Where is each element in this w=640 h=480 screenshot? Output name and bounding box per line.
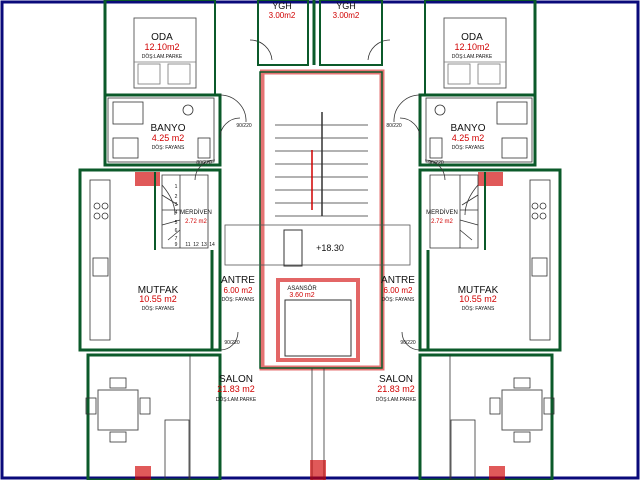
merdiven-right-area: 2.72 m2 [431,219,453,225]
oda-left-area: 12.10m2 [144,42,179,52]
asansor-area: 3.60 m2 [289,292,314,299]
banyo-left-area: 4.25 m2 [152,133,185,143]
door-label: 80/220 [386,123,402,129]
core-stair [275,112,368,217]
merdiven-left-name: MERDİVEN [180,209,212,216]
right-unit [367,0,562,480]
stair-step: 3 [175,202,178,208]
stair-step: 6 [175,228,178,234]
ygh-right-name: YGH [336,1,356,11]
oda-right-area: 12.10m2 [454,42,489,52]
left-unit [78,0,273,480]
antre-right-name: ANTRE [381,275,415,286]
salon-right-floor: DÖŞ:LAM.PARKE [376,396,417,403]
antre-left-name: ANTRE [221,275,255,286]
stair-step: 2 [175,194,178,200]
asansor-name: ASANSÖR [287,285,317,292]
door-label: 90/220 [236,123,252,129]
stair-step: 5 [175,220,178,226]
stair-step: 7 [175,236,178,242]
stair-step: 11 [185,242,190,248]
mutfak-left-area: 10.55 m2 [139,294,177,304]
stair-step: 12 [193,242,199,248]
antre-right-area: 6.00 m2 [384,286,413,295]
banyo-right-area: 4.25 m2 [452,133,485,143]
banyo-right-name: BANYO [450,123,485,134]
mutfak-left-name: MUTFAK [138,285,179,296]
mutfak-right-area: 10.55 m2 [459,294,497,304]
salon-left-floor: DÖŞ:LAM.PARKE [216,396,257,403]
stair-step: 14 [209,242,215,248]
merdiven-right-name: MERDİVEN [426,209,458,216]
salon-left-name: SALON [219,374,253,385]
mutfak-right-name: MUTFAK [458,285,499,296]
elevation-mark: +18.30 [316,243,344,253]
banyo-left-name: BANYO [150,123,185,134]
oda-left-floor: DÖŞ:LAM.PARKE [142,53,183,60]
stair-step: 1 [175,184,178,190]
ygh-left-name: YGH [272,1,292,11]
door-label: 80/220 [196,160,212,166]
ygh-left-area: 3.00m2 [269,11,296,20]
oda-left-name: ODA [151,32,173,43]
salon-right-name: SALON [379,374,413,385]
antre-left-floor: DÖŞ: FAYANS [222,296,255,303]
mutfak-right-floor: DÖŞ: FAYANS [462,305,495,312]
salon-right-area: 21.83 m2 [377,384,415,394]
oda-right-floor: DÖŞ:LAM.PARKE [452,53,493,60]
stair-step: 13 [201,242,207,248]
stair-step: 4 [175,210,178,216]
antre-left-area: 6.00 m2 [224,286,253,295]
merdiven-left-area: 2.72 m2 [185,219,207,225]
banyo-right-floor: DÖŞ: FAYANS [452,144,485,151]
building-core [224,0,411,480]
stair-numbers-left: 1 2 3 4 5 6 7 9 11 12 13 14 [175,184,215,248]
antre-right-floor: DÖŞ: FAYANS [382,296,415,303]
banyo-left-floor: DÖŞ: FAYANS [152,144,185,151]
mutfak-left-floor: DÖŞ: FAYANS [142,305,175,312]
oda-right-name: ODA [461,32,483,43]
door-label: 90/220 [400,340,416,346]
stair-step: 9 [175,242,178,248]
ygh-right-area: 3.00m2 [333,11,360,20]
salon-left-area: 21.83 m2 [217,384,255,394]
door-label: 90/220 [224,340,240,346]
door-label: 90/220 [428,160,444,166]
